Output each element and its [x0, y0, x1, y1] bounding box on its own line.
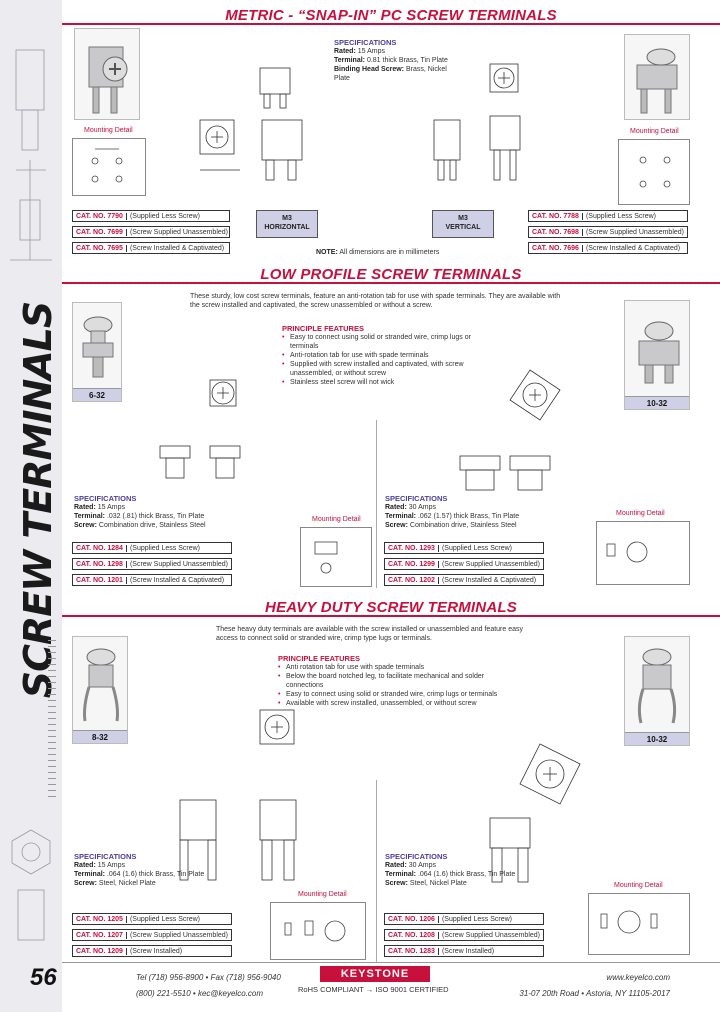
- cat-item[interactable]: CAT. NO. 1205(Supplied Less Screw): [72, 913, 232, 925]
- spec-screw: Brass, Nickel Plate: [334, 66, 447, 82]
- column-divider: [376, 420, 377, 588]
- cat-item[interactable]: CAT. NO. 1298(Screw Supplied Unassembled…: [72, 558, 232, 570]
- mounting-detail-10-32-low: [596, 521, 690, 585]
- cat-item[interactable]: CAT. NO. 1209(Screw Installed): [72, 945, 232, 957]
- feature-item: Below the board notched leg, to facilita…: [278, 672, 508, 690]
- footer-phone: Tel (718) 956-8900 • Fax (718) 956-9040: [136, 973, 281, 982]
- spec-block-10-32-heavy: SPECIFICATIONS Rated: 30 Amps Terminal: …: [385, 852, 555, 888]
- spec-terminal-label: Terminal:: [334, 57, 365, 64]
- mounting-detail-8-32: [270, 902, 366, 960]
- rohs-iso-badge: RoHS COMPLIANT → ISO 9001 CERTIFIED: [298, 985, 449, 994]
- feature-item: Easy to connect using solid or stranded …: [278, 690, 508, 699]
- footer-email: (800) 221-5510 • kec@keyelco.com: [136, 989, 263, 998]
- cat-item[interactable]: CAT. NO. 7790(Supplied Less Screw): [72, 210, 230, 222]
- drawing-10-32-heavy: [420, 730, 610, 890]
- intro-heavy-duty: These heavy duty terminals are available…: [216, 626, 523, 642]
- drawing-6-32: [130, 370, 280, 500]
- spec-rated: 15 Amps: [357, 48, 385, 55]
- mount-title-metric-left: Mounting Detail: [84, 127, 133, 134]
- feature-item: Stainless steel screw will not wick: [282, 378, 482, 387]
- product-photo-6-32: 6-32: [72, 302, 122, 402]
- cat-item[interactable]: CAT. NO. 1206(Supplied Less Screw): [384, 913, 544, 925]
- side-drawing-bottom: [2, 820, 60, 950]
- feature-item: Supplied with screw installed and captiv…: [282, 360, 482, 378]
- product-photo-10-32-low: 10-32: [624, 300, 690, 410]
- cat-item[interactable]: CAT. NO. 7788(Supplied Less Screw): [528, 210, 688, 222]
- photo-label: 10-32: [625, 732, 689, 745]
- cat-item[interactable]: CAT. NO. 1283(Screw Installed): [384, 945, 544, 957]
- spec-screw-label: Binding Head Screw:: [334, 66, 405, 73]
- cat-item[interactable]: CAT. NO. 7699(Screw Supplied Unassembled…: [72, 226, 230, 238]
- spec-title: SPECIFICATIONS: [385, 494, 448, 503]
- mount-title-6-32: Mounting Detail: [312, 516, 361, 523]
- spec-terminal: 0.81 thick Brass, Tin Plate: [366, 57, 448, 64]
- product-photo-metric-right: [624, 34, 690, 120]
- spec-title: SPECIFICATIONS: [74, 852, 137, 861]
- cat-item[interactable]: CAT. NO. 1299(Screw Supplied Unassembled…: [384, 558, 544, 570]
- product-photo-8-32: 8-32: [72, 636, 128, 744]
- mounting-detail-6-32: [300, 527, 372, 587]
- feature-item: Easy to connect using solid or stranded …: [282, 333, 482, 351]
- mount-title-metric-right: Mounting Detail: [630, 128, 679, 135]
- photo-label: 8-32: [73, 730, 127, 743]
- cat-item[interactable]: CAT. NO. 1284(Supplied Less Screw): [72, 542, 232, 554]
- feature-item: Anti-rotation tab for use with spade ter…: [282, 351, 482, 360]
- features-low-profile: PRINCIPLE FEATURES Easy to connect using…: [282, 324, 482, 387]
- side-ruler: [48, 640, 56, 800]
- footer-website[interactable]: www.keyelco.com: [606, 973, 670, 982]
- spec-block-10-32-low: SPECIFICATIONS Rated: 30 Amps Terminal: …: [385, 494, 585, 530]
- product-photo-10-32-heavy: 10-32: [624, 636, 690, 746]
- footer-contact: Tel (718) 956-8900 • Fax (718) 956-9040 …: [136, 970, 281, 1002]
- section-banner-heavy-duty: HEAVY DUTY SCREW TERMINALS: [62, 596, 720, 618]
- keystone-logo: KEYSTONE: [320, 966, 430, 982]
- drawing-8-32: [150, 700, 330, 890]
- side-drawing-top: [2, 10, 60, 280]
- cat-item[interactable]: CAT. NO. 1202(Screw Installed & Captivat…: [384, 574, 544, 586]
- spec-title: SPECIFICATIONS: [385, 852, 448, 861]
- cat-item[interactable]: CAT. NO. 1201(Screw Installed & Captivat…: [72, 574, 232, 586]
- mounting-detail-metric-left: [72, 138, 146, 196]
- cat-item[interactable]: CAT. NO. 7698(Screw Supplied Unassembled…: [528, 226, 688, 238]
- features-title: PRINCIPLE FEATURES: [282, 324, 364, 333]
- spec-block-metric: SPECIFICATIONS Rated: 15 Amps Terminal: …: [334, 38, 464, 83]
- drawing-metric-horizontal: [180, 60, 330, 210]
- footer-address: www.keyelco.com 31-07 20th Road • Astori…: [470, 970, 670, 1002]
- section-banner-metric: METRIC - “SNAP-IN” PC SCREW TERMINALS: [62, 4, 720, 26]
- mounting-detail-metric-right: [618, 139, 690, 205]
- feature-item: Anti rotation tab for use with spade ter…: [278, 663, 508, 672]
- spec-block-6-32: SPECIFICATIONS Rated: 15 Amps Terminal: …: [74, 494, 274, 530]
- dimension-note: NOTE: All dimensions are in millimeters: [316, 249, 440, 256]
- spec-title: SPECIFICATIONS: [74, 494, 137, 503]
- features-title: PRINCIPLE FEATURES: [278, 654, 360, 663]
- spec-block-8-32: SPECIFICATIONS Rated: 15 Amps Terminal: …: [74, 852, 244, 888]
- mounting-detail-10-32-heavy: [588, 893, 690, 955]
- cat-item[interactable]: CAT. NO. 7696(Screw Installed & Captivat…: [528, 242, 688, 254]
- side-title: SCREW TERMINALS: [16, 301, 60, 699]
- column-divider: [376, 780, 377, 962]
- cat-item[interactable]: CAT. NO. 7695(Screw Installed & Captivat…: [72, 242, 230, 254]
- product-photo-metric-left: [74, 28, 140, 120]
- footer-rule: [62, 962, 720, 963]
- mount-title-10-32-heavy: Mounting Detail: [614, 882, 663, 889]
- page-number: 56: [30, 964, 57, 991]
- section-banner-low-profile: LOW PROFILE SCREW TERMINALS: [62, 263, 720, 285]
- features-heavy-duty: PRINCIPLE FEATURES Anti rotation tab for…: [278, 654, 508, 708]
- spec-rated-label: Rated:: [334, 48, 356, 55]
- cat-item[interactable]: CAT. NO. 1208(Screw Supplied Unassembled…: [384, 929, 544, 941]
- spec-title: SPECIFICATIONS: [334, 38, 397, 47]
- drawing-10-32-low: [400, 360, 580, 500]
- feature-item: Available with screw installed, unassemb…: [278, 699, 508, 708]
- cat-item[interactable]: CAT. NO. 1207(Screw Supplied Unassembled…: [72, 929, 232, 941]
- cat-item[interactable]: CAT. NO. 1293(Supplied Less Screw): [384, 542, 544, 554]
- mount-title-8-32: Mounting Detail: [298, 891, 347, 898]
- footer-street: 31-07 20th Road • Astoria, NY 11105-2017: [519, 989, 670, 998]
- photo-label: 10-32: [625, 396, 689, 409]
- mount-title-10-32-low: Mounting Detail: [616, 510, 665, 517]
- photo-label: 6-32: [73, 388, 121, 401]
- intro-low-profile: These sturdy, low cost screw terminals, …: [190, 293, 561, 309]
- drawing-metric-vertical: [410, 60, 560, 210]
